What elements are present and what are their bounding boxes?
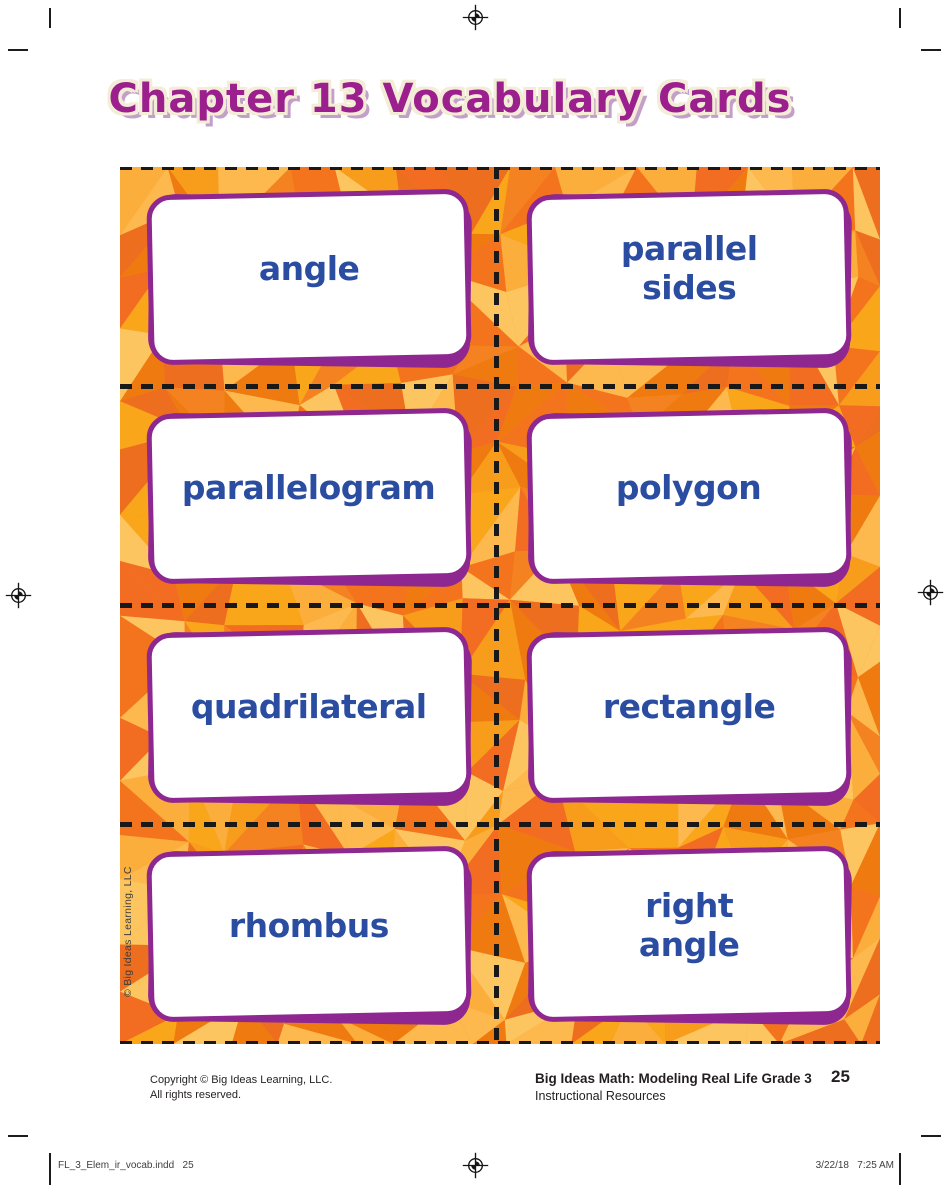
- vocab-card-angle: angle: [145, 188, 472, 368]
- card-face: rhombus: [145, 846, 472, 1023]
- crop-mark-bottom-left-horizontal: [8, 1135, 28, 1137]
- card-word: parallelogram: [181, 467, 436, 507]
- card-word: quadrilateral: [190, 686, 427, 726]
- cut-line-horizontal-4: [120, 822, 880, 827]
- slug-filename: FL_3_Elem_ir_vocab.indd 25: [58, 1160, 194, 1171]
- card-face: quadrilateral: [145, 626, 472, 804]
- cut-line-horizontal-3: [120, 603, 880, 608]
- card-word: right angle: [638, 886, 739, 965]
- registration-mark-top: [462, 4, 489, 31]
- crop-mark-top-right-vertical: [899, 8, 901, 28]
- vocab-card-parallelogram: parallelogram: [145, 407, 472, 588]
- cut-line-horizontal-5: [120, 1041, 880, 1044]
- crop-mark-top-left-vertical: [49, 8, 51, 28]
- footer-book-info: Big Ideas Math: Modeling Real Life Grade…: [535, 1070, 812, 1104]
- vocab-card-quadrilateral: quadrilateral: [145, 626, 472, 807]
- card-face: angle: [145, 188, 472, 365]
- card-face: parallelogram: [145, 407, 472, 585]
- page-number: 25: [831, 1067, 850, 1086]
- registration-mark-bottom: [462, 1152, 489, 1179]
- crop-mark-bottom-right-horizontal: [921, 1135, 941, 1137]
- footer-copyright-line1: Copyright © Big Ideas Learning, LLC.: [150, 1074, 333, 1086]
- vocab-card-rectangle: rectangle: [525, 626, 852, 807]
- card-word: angle: [258, 248, 359, 288]
- footer-copyright-line2: All rights reserved.: [150, 1089, 242, 1102]
- vocab-card-polygon: polygon: [525, 407, 852, 588]
- card-word: parallel sides: [619, 228, 757, 307]
- crop-mark-top-right-horizontal: [921, 49, 941, 51]
- card-word: rectangle: [602, 686, 775, 726]
- card-sheet-panel: angle parallel sides parallelogram polyg…: [120, 167, 880, 1044]
- cut-line-vertical-center: [494, 167, 499, 1044]
- registration-mark-right: [917, 579, 944, 606]
- footer-book-title: Big Ideas Math: Modeling Real Life Grade…: [535, 1071, 812, 1086]
- card-face: parallel sides: [525, 188, 852, 365]
- card-face: polygon: [525, 407, 852, 585]
- card-face: right angle: [525, 846, 852, 1023]
- side-copyright-text: © Big Ideas Learning, LLC: [122, 866, 134, 997]
- footer-copyright: Copyright © Big Ideas Learning, LLC. All…: [150, 1073, 332, 1104]
- slug-datetime: 3/22/18 7:25 AM: [815, 1160, 894, 1171]
- footer-book-subtitle: Instructional Resources: [535, 1088, 666, 1103]
- cut-line-horizontal-1: [120, 167, 880, 170]
- vocab-card-parallel-sides: parallel sides: [525, 188, 852, 368]
- slug-separator-right: [899, 1153, 901, 1185]
- card-word: rhombus: [228, 905, 389, 945]
- slug-separator-left: [49, 1153, 51, 1185]
- crop-mark-top-left-horizontal: [8, 49, 28, 51]
- vocab-card-rhombus: rhombus: [145, 846, 472, 1026]
- cut-line-horizontal-2: [120, 384, 880, 389]
- card-word: polygon: [615, 467, 762, 507]
- vocab-card-right-angle: right angle: [525, 846, 852, 1026]
- card-face: rectangle: [525, 626, 852, 804]
- page-title: Chapter 13 Vocabulary Cards: [108, 76, 792, 122]
- registration-mark-left: [5, 582, 32, 609]
